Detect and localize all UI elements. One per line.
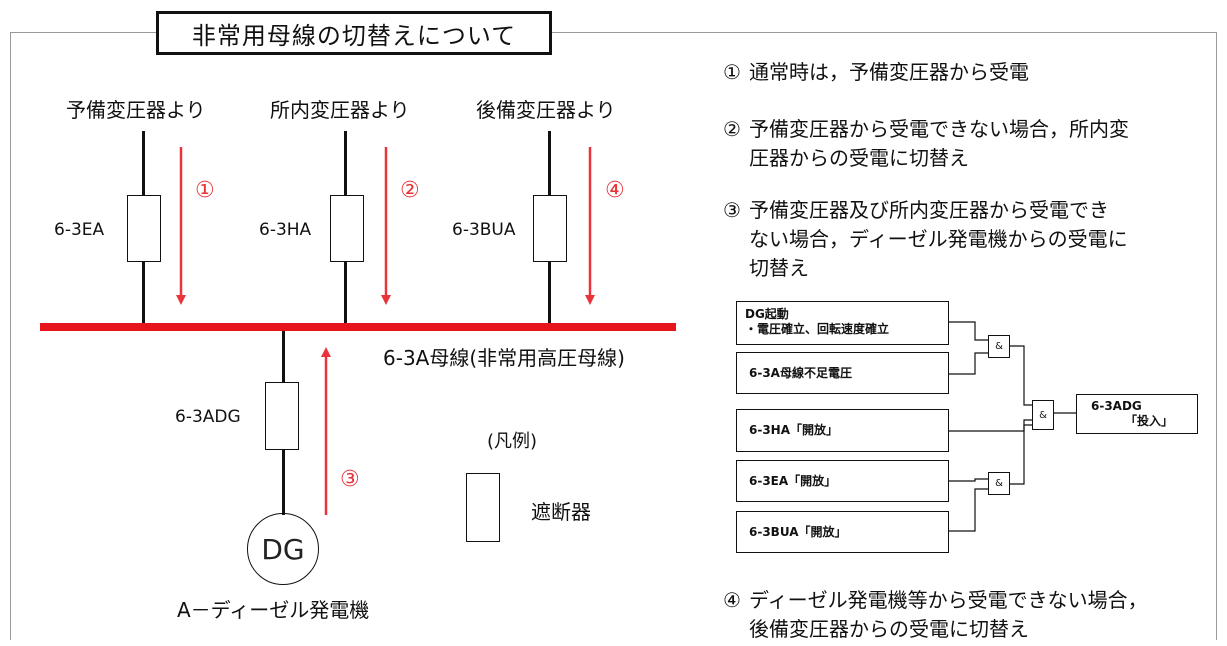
step-1-number: ① (723, 60, 741, 84)
breaker-label-ha: 6-3HA (259, 220, 312, 240)
page-title: 非常用母線の切替えについて (156, 11, 552, 55)
step-3-line-3: 切替え (749, 256, 809, 280)
and-gate-1: & (988, 335, 1010, 358)
diesel-generator-label: A－ディーゼル発電機 (177, 598, 370, 622)
and-gate-2: & (988, 472, 1010, 495)
logic-output-adg-close: 6-3ADG 「投入」 (1076, 394, 1198, 434)
breaker-6-3adg (265, 382, 299, 450)
step-2-text: ② 予備変圧器から受電できない場合，所内変 圧器からの受電に切替え (723, 115, 1129, 173)
breaker-label-ea: 6-3EA (54, 220, 105, 240)
step-number-3: ③ (340, 467, 360, 492)
step-2-line-1: 予備変圧器から受電できない場合，所内変 (749, 117, 1129, 141)
logic-output-line-2: 「投入」 (1125, 414, 1174, 428)
step-4-line-1: ディーゼル発電機等から受電できない場合， (749, 588, 1148, 612)
step-4-text: ④ ディーゼル発電機等から受電できない場合， 後備変圧器からの受電に切替え (723, 586, 1148, 644)
step-2-number: ② (723, 117, 741, 141)
breaker-6-3ha (330, 195, 364, 262)
step-1-line-1: 通常時は，予備変圧器から受電 (749, 60, 1029, 84)
legend-breaker-label: 遮断器 (531, 500, 591, 524)
legend-title: (凡例) (487, 431, 538, 452)
logic-input-dg-start-line-2: ・電圧確立、回転速度確立 (745, 322, 890, 336)
step-2-line-2: 圧器からの受電に切替え (749, 146, 969, 170)
diesel-generator-symbol: DG (247, 513, 319, 585)
logic-output-line-1: 6-3ADG (1091, 399, 1142, 413)
logic-input-dg-start: DG起動 ・電圧確立、回転速度確立 (736, 301, 949, 345)
emergency-bus-bar (40, 323, 676, 331)
step-number-4: ④ (605, 178, 625, 203)
step-4-number: ④ (723, 588, 741, 612)
step-3-line-2: ない場合，ディーゼル発電機からの受電に (749, 227, 1128, 251)
logic-input-undervoltage: 6-3A母線不足電圧 (736, 352, 949, 394)
logic-input-ea-open: 6-3EA「開放」 (736, 460, 949, 502)
step-4-line-2: 後備変圧器からの受電に切替え (749, 617, 1029, 641)
breaker-label-bua: 6-3BUA (452, 220, 516, 240)
breaker-label-adg: 6-3ADG (175, 407, 241, 427)
logic-input-ha-open: 6-3HA「開放」 (736, 409, 949, 452)
diagram-frame (10, 32, 1217, 640)
source-label-station-transformer: 所内変圧器より (270, 98, 410, 122)
step-3-line-1: 予備変圧器及び所内変圧器から受電でき (749, 198, 1109, 222)
breaker-6-3ea (127, 195, 161, 262)
logic-input-bua-open: 6-3BUA「開放」 (736, 511, 949, 553)
breaker-6-3bua (533, 195, 567, 262)
legend-breaker-symbol (466, 473, 500, 542)
bus-label: 6-3A母線(非常用高圧母線) (383, 346, 625, 370)
step-number-2: ② (400, 178, 420, 203)
and-gate-final: & (1032, 400, 1054, 430)
source-label-standby-transformer: 予備変圧器より (66, 98, 206, 122)
step-1-text: ① 通常時は，予備変圧器から受電 (723, 58, 1029, 87)
source-label-backup-transformer: 後備変圧器より (476, 98, 616, 122)
step-3-number: ③ (723, 198, 741, 222)
step-number-1: ① (195, 178, 215, 203)
logic-input-dg-start-line-1: DG起動 (745, 307, 789, 321)
